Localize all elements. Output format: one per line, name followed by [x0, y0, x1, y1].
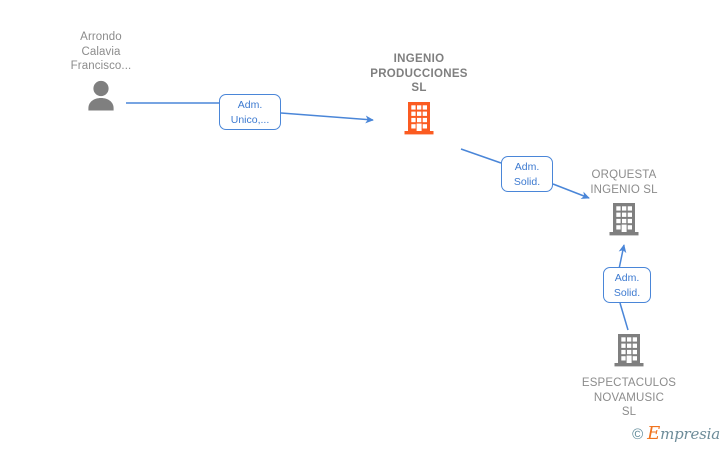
node-label-espectaculos-novamusic: ESPECTACULOS NOVAMUSIC SL: [581, 377, 677, 418]
copyright-icon: ©: [632, 425, 644, 443]
empresia-watermark: © Empresia: [632, 425, 720, 443]
building-icon: [608, 202, 640, 241]
node-label-arrondo: Arrondo Calavia Francisco...: [70, 31, 132, 72]
edge-label-adm-solid-orquesta[interactable]: Adm. Solid.: [501, 156, 553, 192]
building-icon: [613, 333, 645, 372]
edge-arrondo-ingenio[interactable]: [126, 102, 374, 124]
edge-ingenio-orquesta[interactable]: [460, 148, 590, 199]
person-icon: [86, 79, 116, 116]
node-arrondo-calavia-francisco[interactable]: Arrondo Calavia Francisco...: [31, 30, 171, 116]
node-ingenio-producciones-sl[interactable]: INGENIO PRODUCCIONES SL: [349, 52, 489, 140]
brand-logo: Empresia: [647, 425, 720, 443]
edge-label-adm-solid-novamusic[interactable]: Adm. Solid.: [603, 267, 651, 303]
node-espectaculos-novamusic-sl[interactable]: ESPECTACULOS NOVAMUSIC SL: [559, 333, 699, 420]
brand-initial: E: [647, 423, 661, 444]
node-label-orquesta-ingenio: ORQUESTA INGENIO SL: [590, 169, 658, 196]
brand-rest: mpresia: [660, 425, 720, 443]
edge-label-adm-unico[interactable]: Adm. Unico,...: [219, 94, 281, 130]
edge-novamusic-orquesta[interactable]: [618, 244, 629, 331]
node-label-ingenio-producciones: INGENIO PRODUCCIONES SL: [370, 53, 468, 94]
node-orquesta-ingenio-sl[interactable]: ORQUESTA INGENIO SL: [554, 168, 694, 241]
building-icon: [403, 101, 435, 140]
